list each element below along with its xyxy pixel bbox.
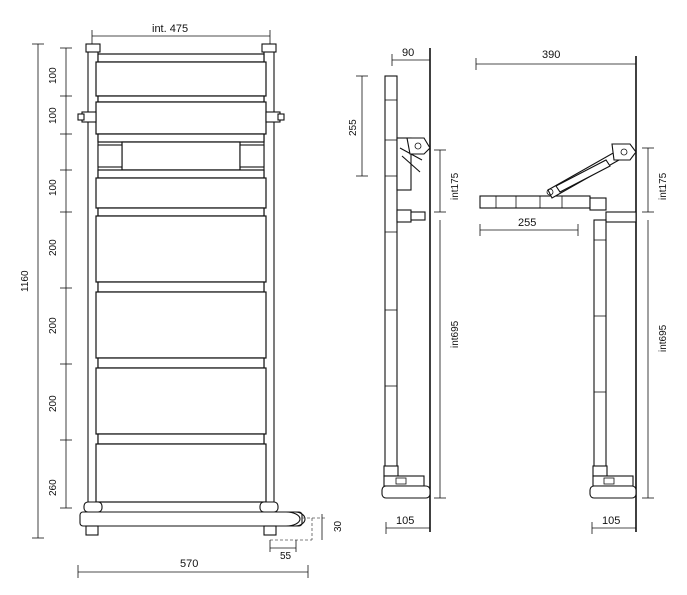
closed-tube [384,75,398,469]
spacing-label-1: 100 [48,67,59,84]
side-view-open: 390 255 int175 int695 [475,49,669,534]
spacing-label-5: 200 [48,317,59,334]
open-lower-height-label: int695 [658,324,669,352]
spacing-label-4: 200 [48,239,59,256]
panel-6 [95,291,267,359]
int-width-label: int. 475 [152,23,188,35]
bottom-offset-label: 55 [280,551,292,562]
open-shelf-length-label: 255 [518,217,536,229]
bottom-bar [79,511,303,527]
closed-depth-top-label: 90 [402,47,414,59]
closed-shelf-height-label: 255 [348,119,359,136]
overall-width-label: 570 [180,558,198,570]
panel-7 [95,367,267,435]
open-depth-bottom-label: 105 [602,515,620,527]
closed-depth-bottom-label: 105 [396,515,414,527]
front-view: int. 475 [20,23,344,578]
spacing-label-3: 100 [48,179,59,196]
spacing-label-7: 260 [48,479,59,496]
spacing-label-2: 100 [48,107,59,124]
bottom-drop-label: 30 [333,520,344,532]
spacing-label-6: 200 [48,395,59,412]
panel-2 [95,101,267,135]
panel-5 [95,215,267,283]
closed-lower-height-label: int695 [450,320,461,348]
open-depth-top-label: 390 [542,49,560,61]
open-bracket-height-label: int175 [658,172,669,200]
closed-bracket-height-label: int175 [450,172,461,200]
panel-3 [121,141,241,171]
panel-8 [95,443,267,503]
side-view-closed: 90 255 int175 int695 [348,47,461,534]
total-height-label: 1160 [20,270,31,292]
panel-4 [95,177,267,209]
panel-1 [95,61,267,97]
open-tube [593,219,607,469]
open-shelf [479,195,591,209]
